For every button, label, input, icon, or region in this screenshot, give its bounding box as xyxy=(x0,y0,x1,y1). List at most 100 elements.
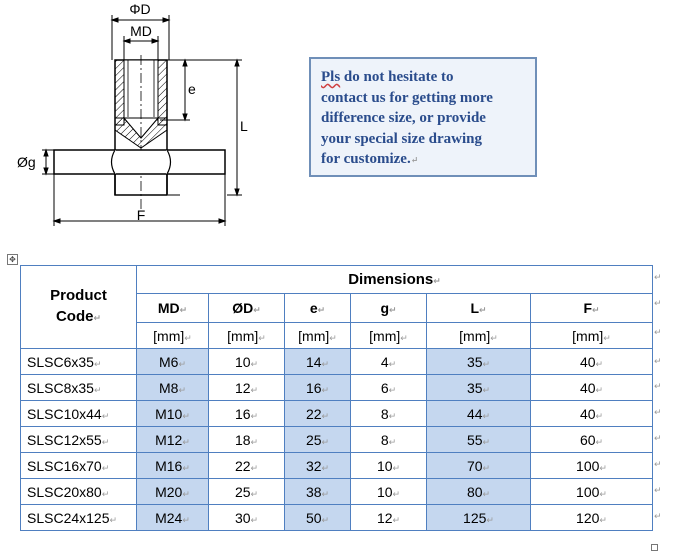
note-pls: Pls xyxy=(321,69,341,85)
unit-label: [mm] xyxy=(298,327,330,344)
dimension-value-cell: 8↵ xyxy=(350,426,427,453)
paragraph-mark: ↵ xyxy=(388,384,397,395)
paragraph-mark: ↵ xyxy=(250,462,259,473)
dimension-value-cell: M24↵ xyxy=(136,504,209,531)
paragraph-mark: ↵ xyxy=(321,462,330,473)
product-code: SLSC8x35 xyxy=(27,379,94,396)
column-header-label: MD xyxy=(157,300,180,316)
row-end-mark: ↵ xyxy=(654,485,662,495)
dimension-value-cell: M6↵ xyxy=(136,348,209,375)
table-row: SLSC16x70↵M16↵22↵32↵10↵70↵100↵ xyxy=(20,452,654,479)
dimension-value-cell: 22↵ xyxy=(208,452,285,479)
dimension-value: 100 xyxy=(576,457,600,474)
paragraph-mark: ↵ xyxy=(321,514,330,525)
dimension-value: 16 xyxy=(305,379,322,396)
dimension-value: 60 xyxy=(579,431,596,448)
dimension-value: 16 xyxy=(234,405,251,422)
dimension-value-cell: 18↵ xyxy=(208,426,285,453)
unit-cell: [mm]↵ xyxy=(426,322,531,349)
note-line-1: Pls do not hesitate to xyxy=(321,67,525,88)
paragraph-mark: ↵ xyxy=(317,305,326,315)
paragraph-mark: ↵ xyxy=(388,436,397,447)
dimension-value-cell: 40↵ xyxy=(529,374,654,401)
dimension-value: 8 xyxy=(380,431,389,448)
note-line-5-text: for customize. xyxy=(321,151,411,167)
dimension-value-cell: 100↵ xyxy=(529,452,654,479)
unit-label: [mm] xyxy=(459,327,491,344)
dimension-value: 55 xyxy=(466,431,483,448)
paragraph-mark: ↵ xyxy=(599,462,607,473)
paragraph-mark: ↵ xyxy=(329,332,337,343)
label-md: MD xyxy=(130,23,152,39)
dimension-value: 38 xyxy=(305,483,322,500)
product-code-cell: SLSC6x35↵ xyxy=(20,348,137,375)
dimension-value: 70 xyxy=(466,457,483,474)
dimension-value-cell: 25↵ xyxy=(284,426,351,453)
column-header-label: L xyxy=(470,300,479,316)
dimension-value: 50 xyxy=(305,509,322,526)
dimension-value-cell: 12↵ xyxy=(208,374,285,401)
paragraph-mark: ↵ xyxy=(93,384,102,395)
dimension-value-cell: 32↵ xyxy=(284,452,351,479)
note-line-2: contact us for getting more xyxy=(321,89,493,106)
dimension-value: M20 xyxy=(155,483,183,500)
product-code-header: Product Code↵ xyxy=(20,265,137,349)
table-header-row: Product Code↵ Dimensions↵ xyxy=(20,265,654,349)
dimensions-header: Dimensions↵ xyxy=(135,265,654,294)
paragraph-mark: ↵ xyxy=(595,436,604,447)
unit-cell: [mm]↵ xyxy=(136,322,209,349)
dimension-value: 120 xyxy=(576,509,600,526)
dimension-value-cell: M10↵ xyxy=(136,400,209,427)
dimension-value-cell: 40↵ xyxy=(529,400,654,427)
dimension-value: 32 xyxy=(305,457,322,474)
column-header: L↵ xyxy=(426,293,531,323)
dimension-value: 40 xyxy=(579,405,596,422)
label-od: ΦD xyxy=(129,1,150,17)
dimension-value-cell: M12↵ xyxy=(136,426,209,453)
dimension-value: M12 xyxy=(155,431,183,448)
dimension-value: M16 xyxy=(155,457,183,474)
row-end-mark: ↵ xyxy=(654,381,662,391)
paragraph-mark: ↵ xyxy=(182,410,190,421)
dimension-value: 30 xyxy=(234,509,251,526)
dimension-value-cell: 6↵ xyxy=(350,374,427,401)
product-code-header-line2: Code xyxy=(55,308,94,325)
paragraph-mark: ↵ xyxy=(482,436,491,447)
paragraph-mark: ↵ xyxy=(482,462,491,473)
paragraph-mark: ↵ xyxy=(392,462,401,473)
paragraph-mark: ↵ xyxy=(101,462,110,473)
product-code: SLSC12x55 xyxy=(27,431,102,448)
label-l: L xyxy=(240,118,248,134)
paragraph-mark: ↵ xyxy=(101,436,110,447)
dimension-value-cell: M16↵ xyxy=(136,452,209,479)
dimension-value: 125 xyxy=(463,509,487,526)
product-code: SLSC20x80 xyxy=(27,483,102,500)
dimension-value: 10 xyxy=(376,483,393,500)
table-row: SLSC20x80↵M20↵25↵38↵10↵80↵100↵ xyxy=(20,478,654,505)
column-header: g↵ xyxy=(350,293,427,323)
paragraph-mark: ↵ xyxy=(479,305,487,315)
table-row: SLSC10x44↵M10↵16↵22↵8↵44↵40↵ xyxy=(20,400,654,427)
dimension-value: M8 xyxy=(159,379,179,396)
dimension-value-cell: 30↵ xyxy=(208,504,285,531)
table-row: SLSC12x55↵M12↵18↵25↵8↵55↵60↵ xyxy=(20,426,654,453)
note-line-5: for customize.↵ xyxy=(321,149,525,171)
unit-label: [mm] xyxy=(572,327,604,344)
dimension-value: 10 xyxy=(234,353,251,370)
row-end-mark: ↵ xyxy=(654,272,662,282)
paragraph-mark: ↵ xyxy=(253,305,261,315)
column-header-label: e xyxy=(309,300,318,316)
dimension-value-cell: 70↵ xyxy=(426,452,531,479)
product-code: SLSC10x44 xyxy=(27,405,102,422)
dimension-value: 25 xyxy=(234,483,251,500)
dimension-value-cell: 55↵ xyxy=(426,426,531,453)
paragraph-mark: ↵ xyxy=(490,332,498,343)
paragraph-mark: ↵ xyxy=(178,358,186,369)
paragraph-mark: ↵ xyxy=(321,384,330,395)
dimension-value-cell: M8↵ xyxy=(136,374,209,401)
paragraph-mark: ↵ xyxy=(482,384,491,395)
table-move-handle-icon[interactable]: ✥ xyxy=(7,254,18,265)
paragraph-mark: ↵ xyxy=(321,358,330,369)
column-header-label: ØD xyxy=(232,300,254,316)
paragraph-mark: ↵ xyxy=(179,305,188,315)
